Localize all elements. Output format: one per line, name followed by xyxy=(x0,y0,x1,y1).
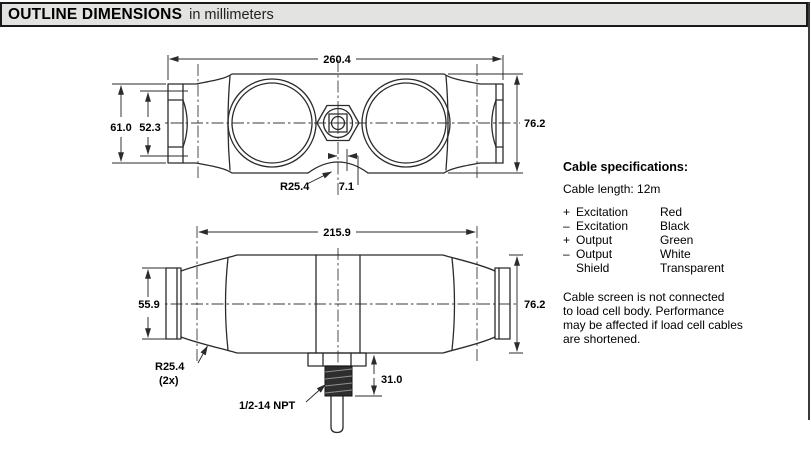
center-hex-boss xyxy=(316,104,360,142)
label-mask xyxy=(105,117,137,130)
wire-sign: – xyxy=(563,219,570,233)
wire-color: Green xyxy=(660,233,694,247)
cable-specifications-panel: Cable specifications: Cable length: 12m … xyxy=(563,160,811,346)
wire-row: + Output Green xyxy=(563,233,811,247)
cable-note: Cable screen is not connected to load ce… xyxy=(563,290,811,346)
dim-body-width: 76.2 xyxy=(524,118,545,130)
cable-note-line: may be affected if load cell cables xyxy=(563,318,743,332)
bottom-notch-fillet xyxy=(307,161,369,174)
label-mask xyxy=(136,117,163,130)
page-subtitle: in millimeters xyxy=(189,6,274,23)
dim-end-height: 55.9 xyxy=(138,299,159,311)
wire-color: Black xyxy=(660,219,690,233)
left-hole-inner xyxy=(231,82,313,164)
dim-mount-spacing: 215.9 xyxy=(323,227,351,239)
cable-note-line: are shortened. xyxy=(563,332,641,346)
wire-sign xyxy=(563,261,576,275)
wire-color: Red xyxy=(660,205,683,219)
dim-end-width-inner: 52.3 xyxy=(139,122,160,134)
dim-end-width-outer: 61.0 xyxy=(110,122,131,134)
wire-function: Output xyxy=(576,233,613,247)
right-hole-inner xyxy=(365,82,447,164)
dim-body-height: 76.2 xyxy=(524,299,545,311)
right-hole-outer xyxy=(361,78,451,168)
npt-threaded-stud xyxy=(324,365,353,397)
wire-function: Excitation xyxy=(576,205,629,219)
wire-function: Output xyxy=(576,247,613,261)
cable-entry-boss xyxy=(315,254,361,354)
dimension-lines xyxy=(112,55,523,403)
label-mask xyxy=(132,297,165,310)
wire-row: Shield Transparent xyxy=(563,261,811,275)
page-right-border xyxy=(808,2,810,420)
wire-sign: – xyxy=(563,247,570,261)
dim-center-offset: 7.1 xyxy=(339,181,354,193)
wire-sign: + xyxy=(563,233,571,247)
side-view-drawing xyxy=(165,254,511,434)
top-view-drawing xyxy=(167,73,504,174)
wire-row: + Excitation Red xyxy=(563,205,811,219)
left-neck-tangent-side xyxy=(224,257,229,351)
cable-length: Cable length: 12m xyxy=(563,182,661,196)
cable-gland-nut xyxy=(307,352,367,367)
cable-specs-title: Cable specifications: xyxy=(563,160,689,174)
left-end-cap-side-view xyxy=(165,267,182,340)
wire-color: Transparent xyxy=(660,261,725,275)
dim-thread-length: 31.0 xyxy=(381,374,402,386)
title-bar: OUTLINE DIMENSIONS in millimeters xyxy=(0,2,808,27)
wire-row: – Output White xyxy=(563,247,811,261)
cable xyxy=(330,395,344,434)
wire-sign: + xyxy=(563,205,571,219)
left-end-cap-top-view xyxy=(167,83,188,164)
wire-color-table: + Excitation Red – Excitation Black + Ou… xyxy=(563,205,811,275)
dim-fillet-qty: (2x) xyxy=(159,375,179,387)
wire-function: Shield xyxy=(576,261,610,275)
right-end-cap-side-view xyxy=(494,267,511,340)
cable-note-line: Cable screen is not connected xyxy=(563,290,725,304)
right-neck-tangent-side xyxy=(451,257,456,351)
dim-fillet-radius-top: R25.4 xyxy=(280,181,310,193)
page-title: OUTLINE DIMENSIONS xyxy=(8,5,183,23)
dim-fillet-radius-side: R25.4 xyxy=(155,361,185,373)
right-neck-tangent xyxy=(445,75,449,171)
wire-row: – Excitation Black xyxy=(563,219,811,233)
cable-note-line: to load cell body. Performance xyxy=(563,304,725,318)
dim-overall-length: 260.4 xyxy=(323,54,351,66)
wire-color: White xyxy=(660,247,691,261)
wire-function: Excitation xyxy=(576,219,629,233)
dimension-labels: 260.4 61.0 52.3 76.2 R25.4 7.1 215.9 55.… xyxy=(110,54,545,412)
right-end-cap-top-view xyxy=(491,83,504,164)
left-hole-outer xyxy=(227,78,317,168)
dim-thread-spec: 1/2-14 NPT xyxy=(239,400,296,412)
